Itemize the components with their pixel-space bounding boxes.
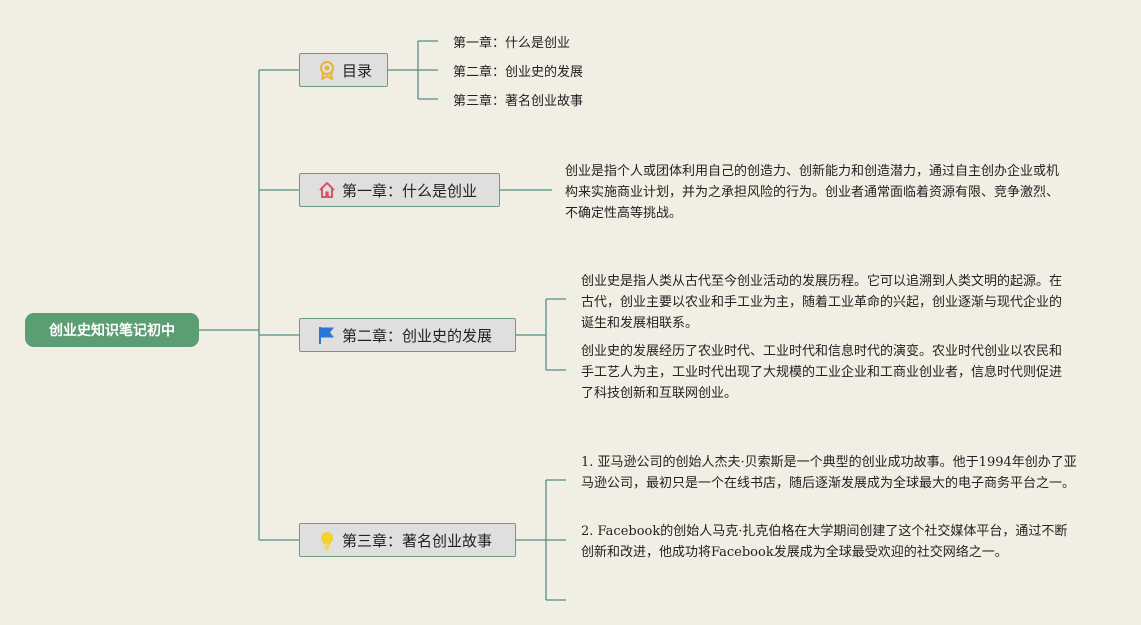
toc-topic-label: 目录 — [342, 61, 373, 80]
root-topic-label: 创业史知识笔记初中 — [49, 323, 175, 339]
chapter-1-topic[interactable]: 第一章：什么是创业 — [299, 173, 500, 207]
flag-icon — [317, 325, 337, 345]
chapter-3-story-2[interactable]: 2. Facebook的创始人马克·扎克伯格在大学期间创建了这个社交媒体平台，通… — [581, 524, 1068, 560]
chapter-2-paragraph-1[interactable]: 创业史是指人类从古代至今创业活动的发展历程。它可以追溯到人类文明的起源。在古代，… — [581, 274, 1063, 331]
toc-item-1[interactable]: 第一章：什么是创业 — [453, 36, 571, 51]
chapter-1-description[interactable]: 创业是指个人或团体利用自己的创造力、创新能力和创造潜力，通过自主创办企业或机构来… — [565, 164, 1060, 221]
chapter-2-topic[interactable]: 第二章：创业史的发展 — [299, 318, 516, 352]
chapter-2-label: 第二章：创业史的发展 — [342, 326, 493, 345]
toc-topic[interactable]: 目录 — [299, 53, 388, 87]
chapter-3-topic[interactable]: 第三章：著名创业故事 — [299, 523, 516, 557]
root-topic[interactable]: 创业史知识笔记初中 — [25, 313, 199, 347]
toc-item-2[interactable]: 第二章：创业史的发展 — [453, 65, 584, 80]
home-icon — [317, 180, 337, 200]
chapter-2-paragraph-2[interactable]: 创业史的发展经历了农业时代、工业时代和信息时代的演变。农业时代创业以农民和手工艺… — [581, 344, 1063, 401]
chapter-1-label: 第一章：什么是创业 — [342, 181, 478, 200]
lightbulb-icon — [317, 530, 337, 550]
toc-item-3[interactable]: 第三章：著名创业故事 — [453, 94, 584, 109]
chapter-3-label: 第三章：著名创业故事 — [342, 531, 493, 550]
award-ribbon-icon — [317, 60, 337, 80]
chapter-3-story-1[interactable]: 1. 亚马逊公司的创始人杰夫·贝索斯是一个典型的创业成功故事。他于1994年创办… — [581, 455, 1077, 491]
